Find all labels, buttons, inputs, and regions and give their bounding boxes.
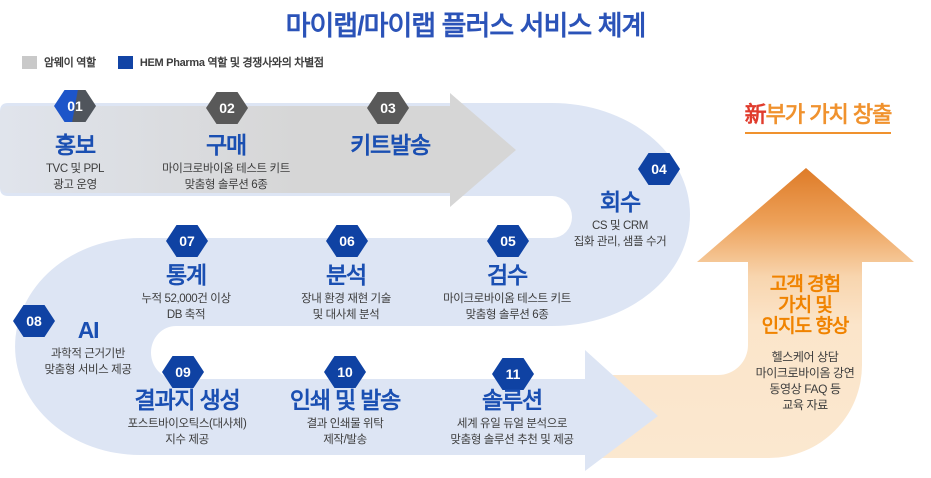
- step-number-badge-02: 02: [206, 92, 248, 124]
- step-number-badge-09: 09: [162, 356, 204, 388]
- step-subtitle: 결과 인쇄물 위탁 제작/발송: [306, 418, 384, 446]
- step-number-badge-03: 03: [367, 92, 409, 124]
- legend-item-amway: 암웨이 역할: [22, 54, 96, 70]
- step-block-04: 회수 CS 및 CRM 집화 관리, 샘플 수거: [540, 189, 700, 250]
- step-number-badge-10: 10: [324, 356, 366, 388]
- legend-item-hem: HEM Pharma 역할 및 경쟁사와의 차별점: [117, 54, 324, 70]
- step-subtitle: 과학적 근거기반 맞춤형 서비스 제공: [44, 348, 132, 376]
- step-subtitle: 장내 환경 재현 기술 및 대사체 분석: [301, 293, 391, 321]
- step-title: 키트발송: [350, 132, 431, 158]
- step-subtitle: 포스트바이오틱스(대사체) 지수 제공: [127, 418, 247, 446]
- step-title: 홍보: [55, 132, 96, 158]
- hem-color-swatch: [117, 55, 133, 69]
- amway-color-swatch: [22, 55, 37, 69]
- step-number-badge-08: 08: [13, 305, 55, 337]
- step-title: 인쇄 및 발송: [289, 387, 401, 413]
- page-title: 마이랩/마이랩 플러스 서비스 체계: [285, 11, 647, 41]
- new-value-prefix: 新: [744, 102, 767, 127]
- step-subtitle: 누적 52,000건 이상 DB 축적: [141, 293, 231, 321]
- legend-label-hem: HEM Pharma 역할 및 경쟁사와의 차별점: [139, 57, 324, 69]
- orange-value-arrow: [590, 168, 914, 458]
- step-title: 구매: [206, 132, 247, 158]
- step-block-08: AI 과학적 근거기반 맞춤형 서비스 제공: [28, 317, 148, 378]
- new-value-header-text: 新부가 가치 창출: [744, 97, 893, 134]
- step-subtitle: TVC 및 PPL 광고 운영: [45, 163, 105, 191]
- step-title: 분석: [326, 262, 367, 288]
- new-value-rest: 부가 가치 창출: [765, 102, 893, 127]
- customer-value-highlight: 고객 경험 가치 및 인지도 향상: [761, 274, 850, 337]
- customer-value-detail: 헬스케어 상담 마이크로바이옴 강연 동영상 FAQ 등 교육 자료: [755, 350, 855, 412]
- step-title: 회수: [600, 189, 641, 215]
- step-title: 통계: [166, 262, 207, 288]
- step-number-badge-01: 01: [54, 90, 96, 122]
- step-block-01: 홍보 TVC 및 PPL 광고 운영: [5, 132, 145, 193]
- step-title: 솔루션: [482, 387, 543, 413]
- step-title: AI: [77, 317, 100, 343]
- step-title: 결과지 생성: [134, 387, 241, 413]
- step-subtitle: 마이크로바이옴 테스트 키트 맞춤형 솔루션 6종: [162, 163, 290, 191]
- legend-label-amway: 암웨이 역할: [44, 57, 96, 69]
- step-subtitle: 세계 유일 듀얼 분석으로 맞춤형 솔루션 추천 및 제공: [450, 418, 574, 446]
- step-number-badge-11: 11: [492, 358, 534, 390]
- new-value-header: 新부가 가치 창출: [718, 97, 918, 134]
- step-subtitle: CS 및 CRM 집화 관리, 샘플 수거: [573, 220, 667, 248]
- step-block-03: 키트발송: [310, 132, 470, 158]
- step-title: 검수: [487, 262, 528, 288]
- legend: 암웨이 역할 HEM Pharma 역할 및 경쟁사와의 차별점: [22, 54, 324, 70]
- step-subtitle: 마이크로바이옴 테스트 키트 맞춤형 솔루션 6종: [443, 293, 571, 321]
